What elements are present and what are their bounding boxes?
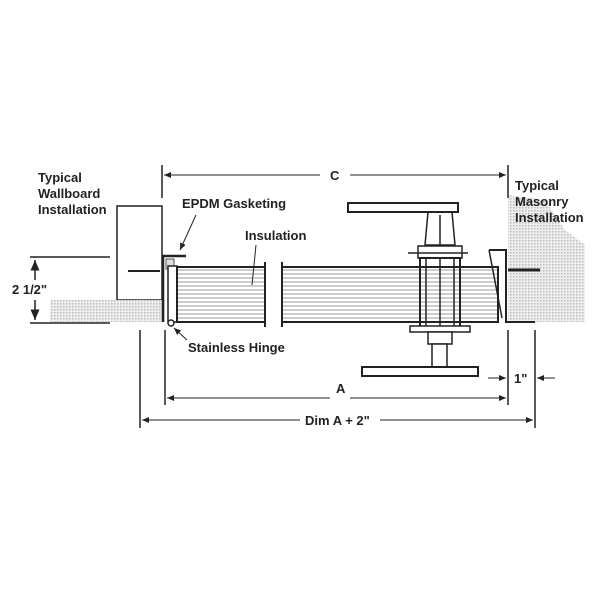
insulated-panel-left [176, 266, 266, 323]
latch-assembly [347, 202, 479, 377]
label-depth: 2 1/2" [12, 282, 47, 297]
label-dim-c: C [330, 168, 340, 183]
label-gasketing: EPDM Gasketing [182, 196, 286, 211]
label-hinge: Stainless Hinge [188, 340, 285, 355]
door-frame [161, 254, 186, 322]
hinge [167, 319, 175, 327]
label-masonry-1: Typical [515, 178, 559, 193]
masonry-wall [508, 195, 585, 322]
label-dim-a-plus: Dim A + 2" [305, 413, 370, 428]
label-one-inch: 1" [514, 371, 527, 386]
label-dim-a: A [336, 381, 346, 396]
label-wallboard-1: Typical [38, 170, 82, 185]
label-wallboard-2: Wallboard [38, 186, 100, 201]
label-insulation: Insulation [245, 228, 306, 243]
floor-slab [50, 300, 165, 322]
label-masonry-2: Masonry [515, 194, 569, 209]
label-masonry-3: Installation [515, 210, 584, 225]
wallboard [116, 205, 163, 301]
insulated-panel-right [281, 266, 499, 323]
label-wallboard-3: Installation [38, 202, 107, 217]
